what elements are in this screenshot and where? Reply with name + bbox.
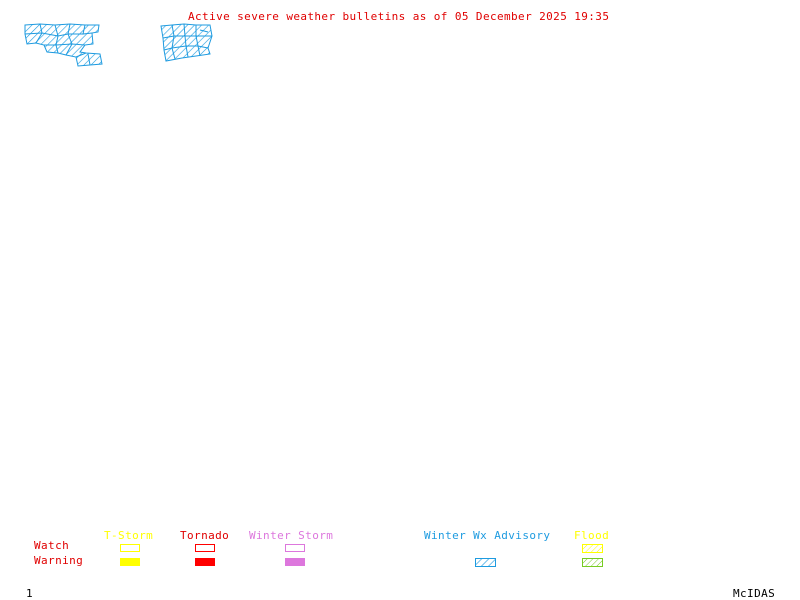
legend-category-winter-wx-advisory: Winter Wx Advisory: [424, 529, 551, 542]
weather-map: [24, 23, 213, 67]
legend-flood-watch-swatch: [582, 544, 603, 553]
advisory-area-east: [160, 23, 213, 62]
legend-category-tornado: Tornado: [180, 529, 230, 542]
legend-row-label-watch: Watch: [34, 539, 70, 552]
legend-category-flood: Flood: [574, 529, 610, 542]
legend-flood-warning-swatch: [582, 558, 603, 567]
legend-category-winter-storm: Winter Storm: [249, 529, 334, 542]
advisory-area-west: [24, 23, 103, 67]
legend-winter-storm-watch-swatch: [285, 544, 305, 552]
legend-category-tstorm: T-Storm: [104, 529, 154, 542]
bulletin-title: Active severe weather bulletins as of 05…: [188, 10, 610, 23]
legend-winter-storm-warning-swatch: [285, 558, 305, 566]
legend-winter-wx-advisory-swatch: [475, 558, 496, 567]
legend-tstorm-watch-swatch: [120, 544, 140, 552]
frame-number: 1: [26, 587, 34, 600]
brand-label: McIDAS: [733, 587, 776, 600]
legend-tstorm-warning-swatch: [120, 558, 140, 566]
legend-row-label-warning: Warning: [34, 554, 84, 567]
legend-tornado-watch-swatch: [195, 544, 215, 552]
legend-tornado-warning-swatch: [195, 558, 215, 566]
